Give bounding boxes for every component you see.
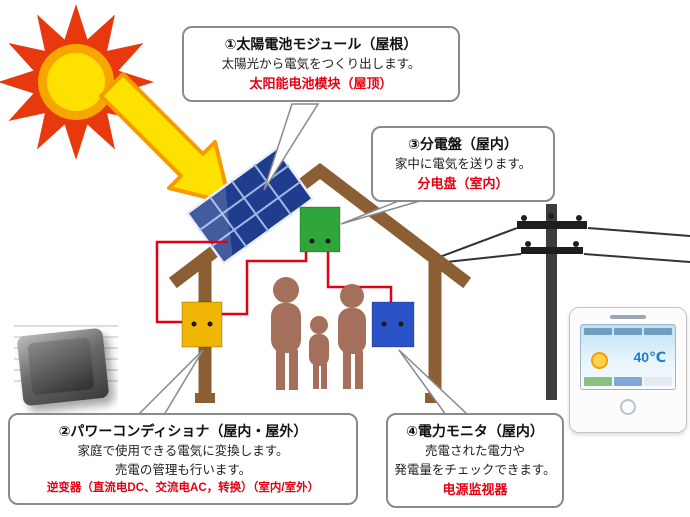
- power-conditioner-photo: [14, 316, 118, 416]
- monitor-temperature: 40℃: [633, 349, 666, 365]
- power-conditioner-box: [181, 301, 223, 348]
- callout-power-monitor: ④電力モニタ（屋内） 売電された電力や 発電量をチェックできます。 电源监视器: [386, 413, 564, 508]
- callout-pointer-conditioner: [136, 349, 204, 416]
- callout-board-desc: 家中に電気を送ります。: [394, 157, 532, 171]
- callout-solar-desc: 太陽光から電気をつくり出します。: [221, 57, 421, 71]
- callout-solar-module: ①太陽電池モジュール（屋根） 太陽光から電気をつくり出します。 太阳能电池模块（…: [182, 26, 460, 102]
- callout-conditioner-desc2: 売電の管理も行います。: [114, 462, 252, 477]
- monitor-logo-bar: [610, 315, 646, 319]
- power-line: [587, 227, 690, 237]
- callout-conditioner-translation: 逆变器（直流电DC、交流电AC，转换）（室内/室外）: [46, 481, 320, 494]
- solar-panel: [185, 146, 315, 266]
- callout-power-conditioner: ②パワーコンディショナ（屋内・屋外） 家庭で使用できる電気に変換します。 売電の…: [8, 413, 358, 506]
- utility-pole: [436, 204, 690, 400]
- callout-pointer-solar: [263, 103, 320, 191]
- callout-conditioner-desc1: 家庭で使用できる電気に変換します。: [77, 444, 289, 458]
- power-monitor-photo: 40℃: [569, 307, 687, 433]
- callout-conditioner-title: ②パワーコンディショナ（屋内・屋外）: [58, 423, 308, 439]
- monitor-menu-bar: [584, 328, 672, 335]
- callout-board-title: ③分電盤（屋内）: [408, 136, 518, 152]
- monitor-status-row: [584, 377, 672, 386]
- callout-solar-translation: 太阳能电池模块（屋顶）: [249, 75, 393, 91]
- power-line: [436, 227, 518, 259]
- callout-monitor-translation: 电源监视器: [442, 481, 508, 497]
- family-figures: [271, 277, 366, 390]
- callout-board-translation: 分电盘（室内）: [417, 175, 509, 191]
- power-monitor-box: [371, 301, 415, 348]
- monitor-sun-icon: [591, 352, 608, 369]
- callout-distribution-board: ③分電盤（屋内） 家中に電気を送ります。 分电盘（室内）: [371, 126, 555, 202]
- inverter-front-panel: [27, 337, 95, 396]
- inverter-unit: [16, 327, 110, 407]
- sunlight-arrow-icon: [99, 72, 232, 205]
- sun-icon: [0, 4, 154, 160]
- monitor-button: [620, 399, 636, 415]
- power-line: [436, 253, 522, 264]
- callout-monitor-title: ④電力モニタ（屋内）: [406, 423, 544, 439]
- distribution-board-box: [299, 206, 341, 253]
- callout-solar-title: ①太陽電池モジュール（屋根）: [224, 36, 418, 52]
- monitor-screen: 40℃: [580, 324, 676, 390]
- power-line: [583, 253, 690, 263]
- callout-monitor-desc1: 売電された電力や: [424, 444, 525, 458]
- callout-monitor-desc2: 発電量をチェックできます。: [394, 462, 556, 477]
